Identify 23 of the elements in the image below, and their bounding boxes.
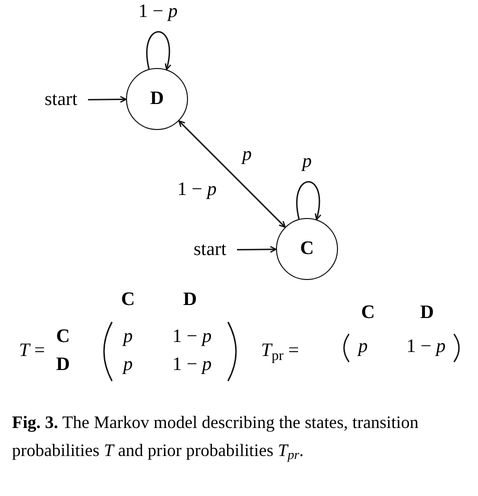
figure-caption: Fig. 3. The Markov model describing the states, transition probabilities T and prior probabilities T$_{pr}$. [12,411,420,464]
state-heading: C [121,289,135,311]
matrix-entry: 1 − p [172,354,212,376]
arrow [296,181,322,220]
matrix-entry: p [123,326,133,348]
matrix-entry: p [123,354,133,376]
state-heading: C [56,326,70,348]
arrow [88,96,127,103]
start-label: start [183,238,237,262]
matrix-entry: 1 − p [172,326,212,348]
arrow [237,246,277,253]
matrix-entry: 1 − p [177,179,217,201]
matrix-entry: p [358,336,368,358]
matrix-entry: T = [18,340,46,362]
state-heading: D [56,354,70,376]
state-heading: C [361,302,375,324]
arrow [178,120,286,228]
matrix-entry: T$_{pr}$ = [261,340,299,362]
start-label: start [34,88,88,112]
arrow [146,31,172,70]
state-heading: D [420,302,434,324]
matrix-entry: 1 − p [406,336,446,358]
state-heading: D [183,289,197,311]
